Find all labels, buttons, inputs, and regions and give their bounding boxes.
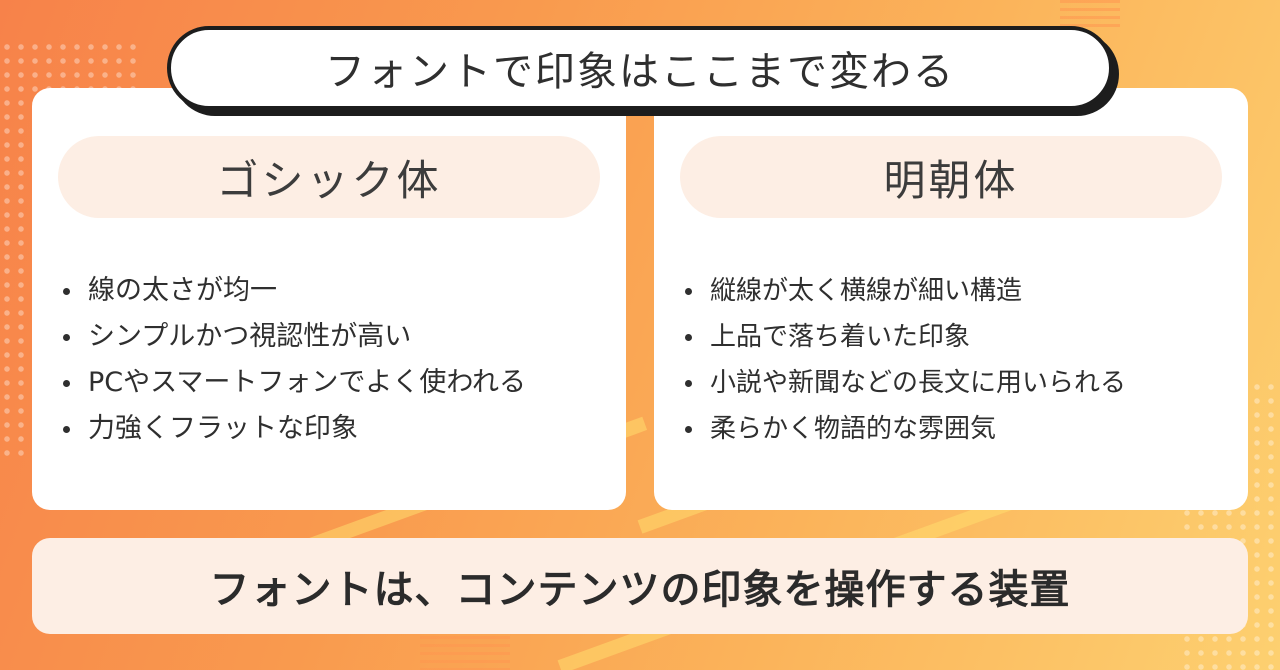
gothic-heading-pill: ゴシック体 bbox=[58, 136, 600, 218]
summary-text: フォントは、コンテンツの印象を操作する装置 bbox=[209, 567, 1071, 613]
list-item: 上品で落ち着いた印象 bbox=[678, 314, 1126, 360]
mincho-heading-pill: 明朝体 bbox=[680, 136, 1222, 218]
list-item: 力強くフラットな印象 bbox=[56, 406, 526, 452]
list-item: 線の太さが均一 bbox=[56, 268, 526, 314]
page-title: フォントで印象はここまで変わる bbox=[325, 49, 955, 95]
list-item: シンプルかつ視認性が高い bbox=[56, 314, 526, 360]
list-item: 小説や新聞などの長文に用いられる bbox=[678, 360, 1126, 406]
stripe-pattern-bottom bbox=[420, 636, 510, 670]
mincho-feature-list: 縦線が太く横線が細い構造 上品で落ち着いた印象 小説や新聞などの長文に用いられる… bbox=[678, 268, 1126, 452]
list-item: PCやスマートフォンでよく使われる bbox=[56, 360, 526, 406]
gothic-card: ゴシック体 線の太さが均一 シンプルかつ視認性が高い PCやスマートフォンでよく… bbox=[32, 88, 626, 510]
list-item: 縦線が太く横線が細い構造 bbox=[678, 268, 1126, 314]
list-item: 柔らかく物語的な雰囲気 bbox=[678, 406, 1126, 452]
title-banner: フォントで印象はここまで変わる bbox=[167, 26, 1113, 110]
mincho-heading: 明朝体 bbox=[883, 155, 1019, 205]
gothic-feature-list: 線の太さが均一 シンプルかつ視認性が高い PCやスマートフォンでよく使われる 力… bbox=[56, 268, 526, 452]
summary-banner: フォントは、コンテンツの印象を操作する装置 bbox=[32, 538, 1248, 634]
gothic-heading: ゴシック体 bbox=[216, 155, 442, 205]
mincho-card: 明朝体 縦線が太く横線が細い構造 上品で落ち着いた印象 小説や新聞などの長文に用… bbox=[654, 88, 1248, 510]
stripe-pattern-top bbox=[1060, 0, 1120, 30]
